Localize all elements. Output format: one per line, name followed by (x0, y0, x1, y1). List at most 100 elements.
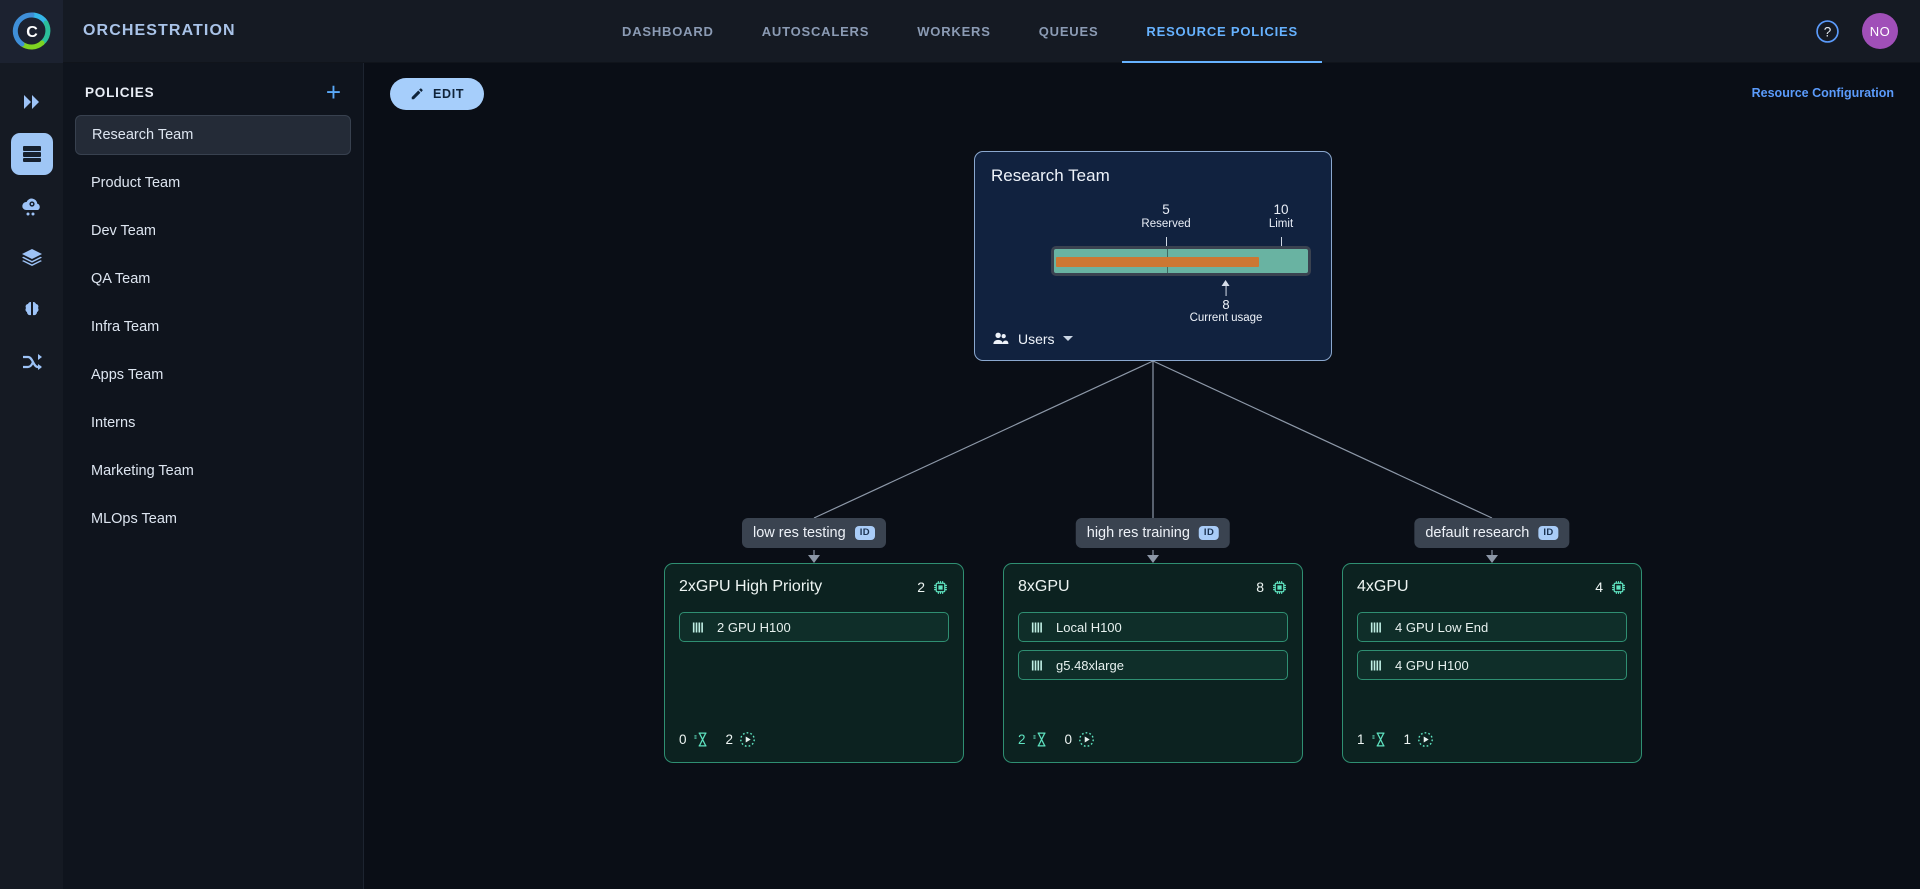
edge-arrow-icon (808, 555, 820, 563)
usage-gauge: 5 Reserved 10 Limit 8 (991, 202, 1315, 324)
limit-label-group: 10 Limit (1269, 202, 1293, 231)
gpu-card-4xgpu[interactable]: 4xGPU 4 (1342, 563, 1642, 763)
cpu-chip-icon (1273, 580, 1286, 594)
gpu-card-footer: 1 1 (1357, 731, 1434, 748)
running-value: 0 (1064, 732, 1073, 747)
sidebar-item-marketing-team[interactable]: Marketing Team (91, 463, 194, 479)
hourglass-icon (693, 732, 706, 747)
current-usage-value: 8 (1222, 297, 1230, 312)
cpu-chip-icon (1612, 580, 1625, 594)
help-circle-icon[interactable]: ? (1815, 19, 1840, 44)
gpu-card-count: 4 (1595, 579, 1627, 596)
add-policy-button[interactable]: + (325, 77, 341, 107)
sidebar-item-research-team[interactable]: Research Team (75, 115, 351, 155)
gpu-bars-icon (1370, 660, 1381, 670)
rail-item-clusters[interactable] (10, 133, 53, 175)
gpu-card-header: 8xGPU 8 (1018, 578, 1288, 596)
tab-queues[interactable]: QUEUES (1038, 23, 1099, 39)
gauge-top-labels: 5 Reserved 10 Limit (991, 202, 1315, 240)
icon-rail (0, 63, 63, 889)
limit-value: 10 (1273, 202, 1289, 217)
resource-row[interactable]: 4 GPU Low End (1357, 612, 1627, 642)
rail-item-workflows[interactable] (11, 341, 53, 383)
gpu-card-8xgpu[interactable]: 8xGPU 8 (1003, 563, 1303, 763)
gpu-bars-icon (692, 622, 703, 632)
hourglass-icon (1032, 732, 1045, 747)
root-policy-node[interactable]: Research Team 5 Reserved 10 Limit (974, 151, 1332, 361)
policy-canvas: EDIT Resource Configuration Research Tea… (364, 63, 1920, 889)
queue-label: low res testing (753, 525, 846, 541)
pending-stat: 1 (1357, 731, 1388, 748)
sidebar-item-infra-team[interactable]: Infra Team (91, 319, 160, 335)
gpu-card-title: 2xGPU High Priority (679, 578, 823, 595)
tab-dashboard[interactable]: DASHBOARD (622, 23, 714, 39)
pending-value: 1 (1357, 732, 1365, 747)
gpu-count-value: 4 (1595, 579, 1603, 595)
workflow-shuffle-icon (22, 354, 42, 370)
sidebar-item-dev-team[interactable]: Dev Team (91, 223, 157, 239)
app-logo[interactable]: C (0, 0, 63, 63)
usage-stem (1225, 286, 1227, 296)
gpu-bars-icon (1370, 622, 1381, 632)
sidebar-item-qa-team[interactable]: QA Team (91, 271, 151, 287)
resource-label: 2 GPU H100 (717, 619, 791, 635)
limit-caption: Limit (1268, 217, 1294, 230)
resource-row[interactable]: Local H100 (1018, 612, 1288, 642)
pending-stat: 0 (679, 731, 710, 748)
policies-header: POLICIES + (63, 63, 363, 107)
pending-value: 2 (1018, 732, 1026, 747)
gpu-card-header: 2xGPU High Priority 2 (679, 578, 949, 596)
main-nav: DASHBOARD AUTOSCALERS WORKERS QUEUES RES… (598, 0, 1322, 63)
rail-item-expand[interactable] (11, 81, 53, 123)
queue-chip-default-research[interactable]: default research ID (1414, 518, 1570, 548)
usage-arrow-icon (1222, 280, 1230, 286)
queue-chip-low-res-testing[interactable]: low res testing ID (742, 518, 886, 548)
resource-row[interactable]: 2 GPU H100 (679, 612, 949, 642)
queue-id-badge: ID (854, 526, 875, 540)
users-label: Users (1018, 330, 1055, 347)
edit-button[interactable]: EDIT (390, 78, 485, 110)
policies-title: POLICIES (85, 84, 155, 100)
resource-label: 4 GPU H100 (1395, 657, 1469, 673)
gpu-card-header: 4xGPU 4 (1357, 578, 1627, 596)
tab-autoscalers[interactable]: AUTOSCALERS (761, 23, 870, 39)
rail-item-models[interactable] (11, 289, 53, 331)
running-stat: 1 (1404, 731, 1435, 748)
gpu-bars-icon (1031, 622, 1042, 632)
running-value: 2 (725, 732, 734, 747)
cloud-gear-icon (21, 198, 40, 216)
gpu-card-footer: 0 2 (679, 731, 756, 748)
gpu-card-2xgpu-high-priority[interactable]: 2xGPU High Priority 2 (664, 563, 964, 763)
resource-label: Local H100 (1056, 619, 1122, 635)
users-dropdown[interactable]: Users (991, 329, 1073, 348)
gpu-card-footer: 2 0 (1018, 731, 1095, 748)
queue-chip-high-res-training[interactable]: high res training ID (1075, 518, 1231, 548)
sidebar-item-product-team[interactable]: Product Team (91, 175, 181, 191)
policy-list: Research Team Product Team Dev Team QA T… (63, 107, 363, 539)
queue-id-badge: ID (1538, 526, 1559, 540)
resource-row[interactable]: 4 GPU H100 (1357, 650, 1627, 680)
play-dashed-circle-icon (740, 732, 755, 747)
brain-icon (24, 301, 39, 316)
gpu-count-value: 8 (1256, 579, 1264, 595)
sidebar-item-apps-team[interactable]: Apps Team (91, 367, 164, 383)
reserved-caption: Reserved (1141, 217, 1191, 230)
edit-button-label: EDIT (433, 87, 465, 101)
tab-resource-policies[interactable]: RESOURCE POLICIES (1122, 0, 1322, 63)
play-dashed-circle-icon (1418, 732, 1433, 747)
sidebar-item-mlops-team[interactable]: MLOps Team (91, 511, 177, 527)
rail-item-autoscalers[interactable] (11, 185, 53, 227)
avatar[interactable]: NO (1862, 13, 1898, 49)
sidebar-item-interns[interactable]: Interns (91, 415, 136, 431)
current-usage-caption: Current usage (1189, 312, 1263, 324)
limit-tick (1281, 237, 1282, 246)
caret-down-icon (1062, 336, 1073, 341)
rail-item-layers[interactable] (11, 237, 53, 279)
edge-arrow-icon (1147, 555, 1159, 563)
running-stat: 2 (726, 731, 757, 748)
resource-row[interactable]: g5.48xlarge (1018, 650, 1288, 680)
reserved-label-group: 5 Reserved (1141, 202, 1190, 231)
tab-workers[interactable]: WORKERS (917, 23, 991, 39)
queue-label: high res training (1086, 525, 1190, 541)
resource-configuration-link[interactable]: Resource Configuration (1751, 86, 1894, 100)
